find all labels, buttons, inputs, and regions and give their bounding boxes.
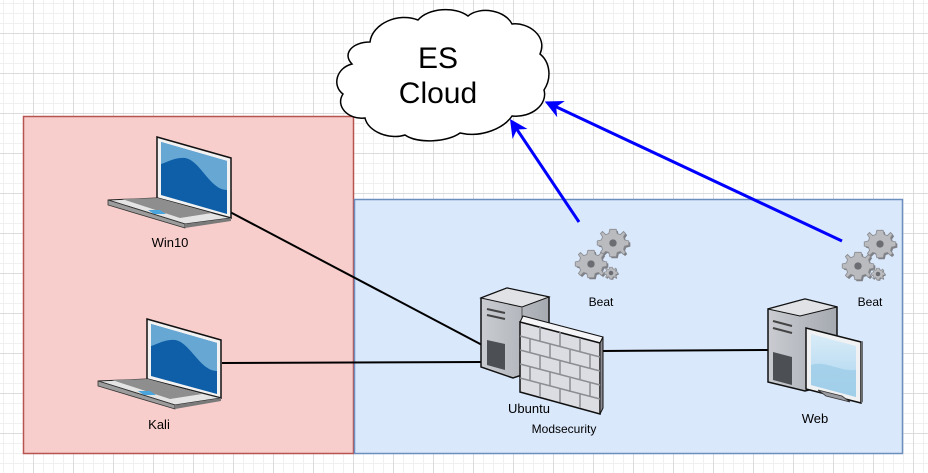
es-cloud[interactable]: ES Cloud [336, 8, 550, 142]
cloud-label-line2: Cloud [399, 77, 477, 110]
laptop-icon [97, 318, 222, 410]
gears-icon [841, 229, 898, 282]
ubuntu-label: Ubuntu [508, 401, 550, 416]
firewall-icon [519, 315, 604, 415]
arrow-beat-web-to-cloud[interactable] [544, 100, 843, 243]
cloud-shape [336, 8, 550, 142]
web-node[interactable]: Web [767, 298, 863, 426]
ubuntu-node[interactable]: Ubuntu Modsecurity [479, 287, 604, 436]
edge-ubuntu-web[interactable] [600, 349, 769, 352]
beat-ubuntu-label: Beat [589, 295, 614, 309]
gears-icon [574, 228, 631, 280]
edge-win10-ubuntu[interactable] [229, 211, 485, 347]
arrow-beat-ubuntu-to-cloud[interactable] [509, 119, 581, 223]
web-label: Web [802, 411, 829, 426]
win10-label: Win10 [152, 235, 189, 250]
modsecurity-label: Modsecurity [532, 422, 597, 436]
beat-ubuntu-node[interactable]: Beat [574, 228, 631, 309]
workstation-icon [767, 298, 863, 404]
kali-label: Kali [148, 417, 170, 432]
win10-node[interactable]: Win10 [107, 136, 232, 250]
cloud-label-line1: ES [418, 42, 458, 75]
edge-kali-ubuntu[interactable] [221, 361, 485, 364]
beat-web-label: Beat [858, 295, 883, 309]
beat-web-node[interactable]: Beat [841, 229, 898, 309]
kali-node[interactable]: Kali [97, 318, 222, 432]
laptop-icon [107, 136, 232, 229]
